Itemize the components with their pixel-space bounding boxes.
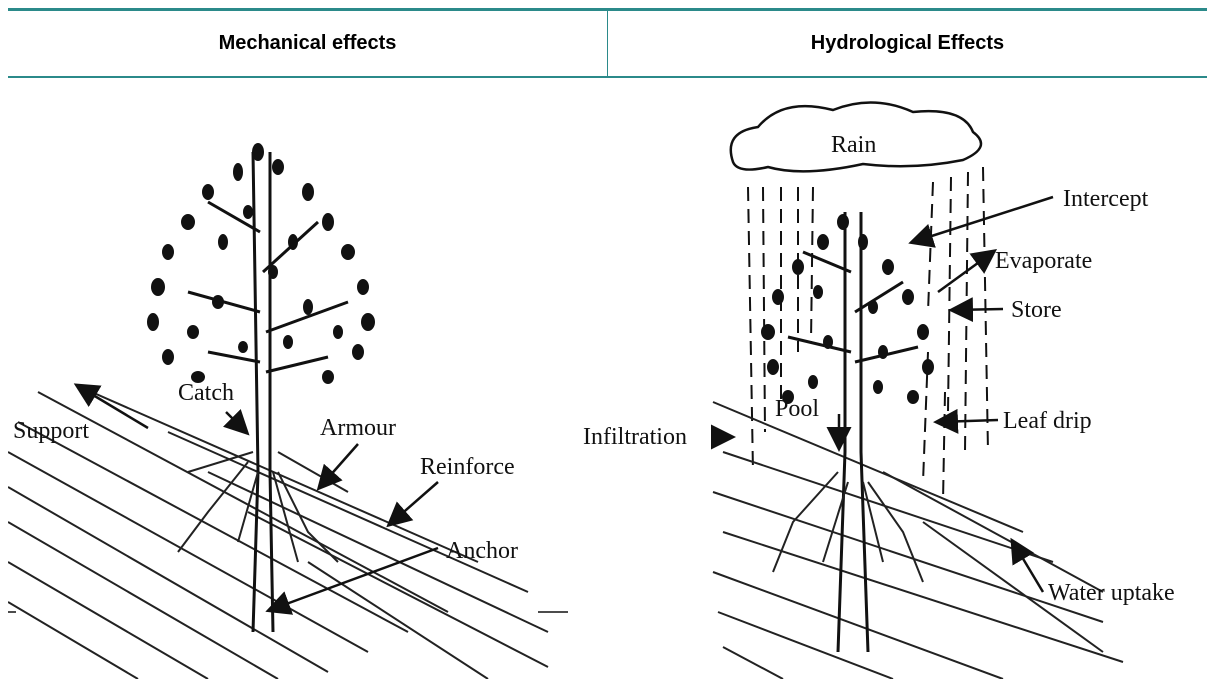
reinforce-arrow (390, 482, 438, 524)
tree-roots (773, 472, 923, 582)
tree-roots (178, 452, 348, 562)
tree-canopy (147, 143, 375, 384)
store-arrow (953, 309, 1003, 310)
header-table: Mechanical effects Hydrological Effects (8, 8, 1207, 78)
armour-arrow (320, 444, 358, 487)
ground-strata (713, 402, 1123, 679)
rain-streaks (748, 167, 988, 502)
label-store: Store (1011, 297, 1062, 323)
hydrological-diagram-panel: Rain Intercept Evaporate Store Pool Infi… (583, 92, 1215, 679)
label-evaporate: Evaporate (995, 248, 1092, 274)
hydrological-tree-diagram: Rain Intercept Evaporate Store Pool Infi… (583, 92, 1215, 679)
catch-arrow (226, 412, 246, 432)
label-armour: Armour (320, 415, 396, 441)
intercept-arrow (913, 197, 1053, 242)
water-uptake-arrow (1013, 542, 1043, 592)
mechanical-diagram-panel: Catch Support Armour Reinforce Anchor (8, 92, 568, 679)
label-rain: Rain (831, 132, 876, 158)
label-intercept: Intercept (1063, 186, 1149, 212)
label-support: Support (13, 418, 89, 444)
label-catch: Catch (178, 380, 234, 406)
label-reinforce: Reinforce (420, 454, 515, 480)
label-infiltration: Infiltration (583, 424, 687, 450)
label-water-uptake: Water uptake (1048, 580, 1175, 606)
label-pool: Pool (775, 396, 819, 422)
anchor-arrow (270, 548, 438, 610)
tree-trunk (788, 212, 918, 652)
mechanical-effects-heading: Mechanical effects (8, 11, 607, 76)
label-leaf-drip: Leaf drip (1003, 408, 1092, 434)
mechanical-tree-diagram: Catch Support Armour Reinforce Anchor (8, 92, 568, 679)
label-anchor: Anchor (446, 538, 518, 564)
leaf-drip-arrow (938, 420, 998, 422)
tree-canopy (761, 214, 934, 404)
hydrological-effects-heading: Hydrological Effects (608, 11, 1207, 76)
